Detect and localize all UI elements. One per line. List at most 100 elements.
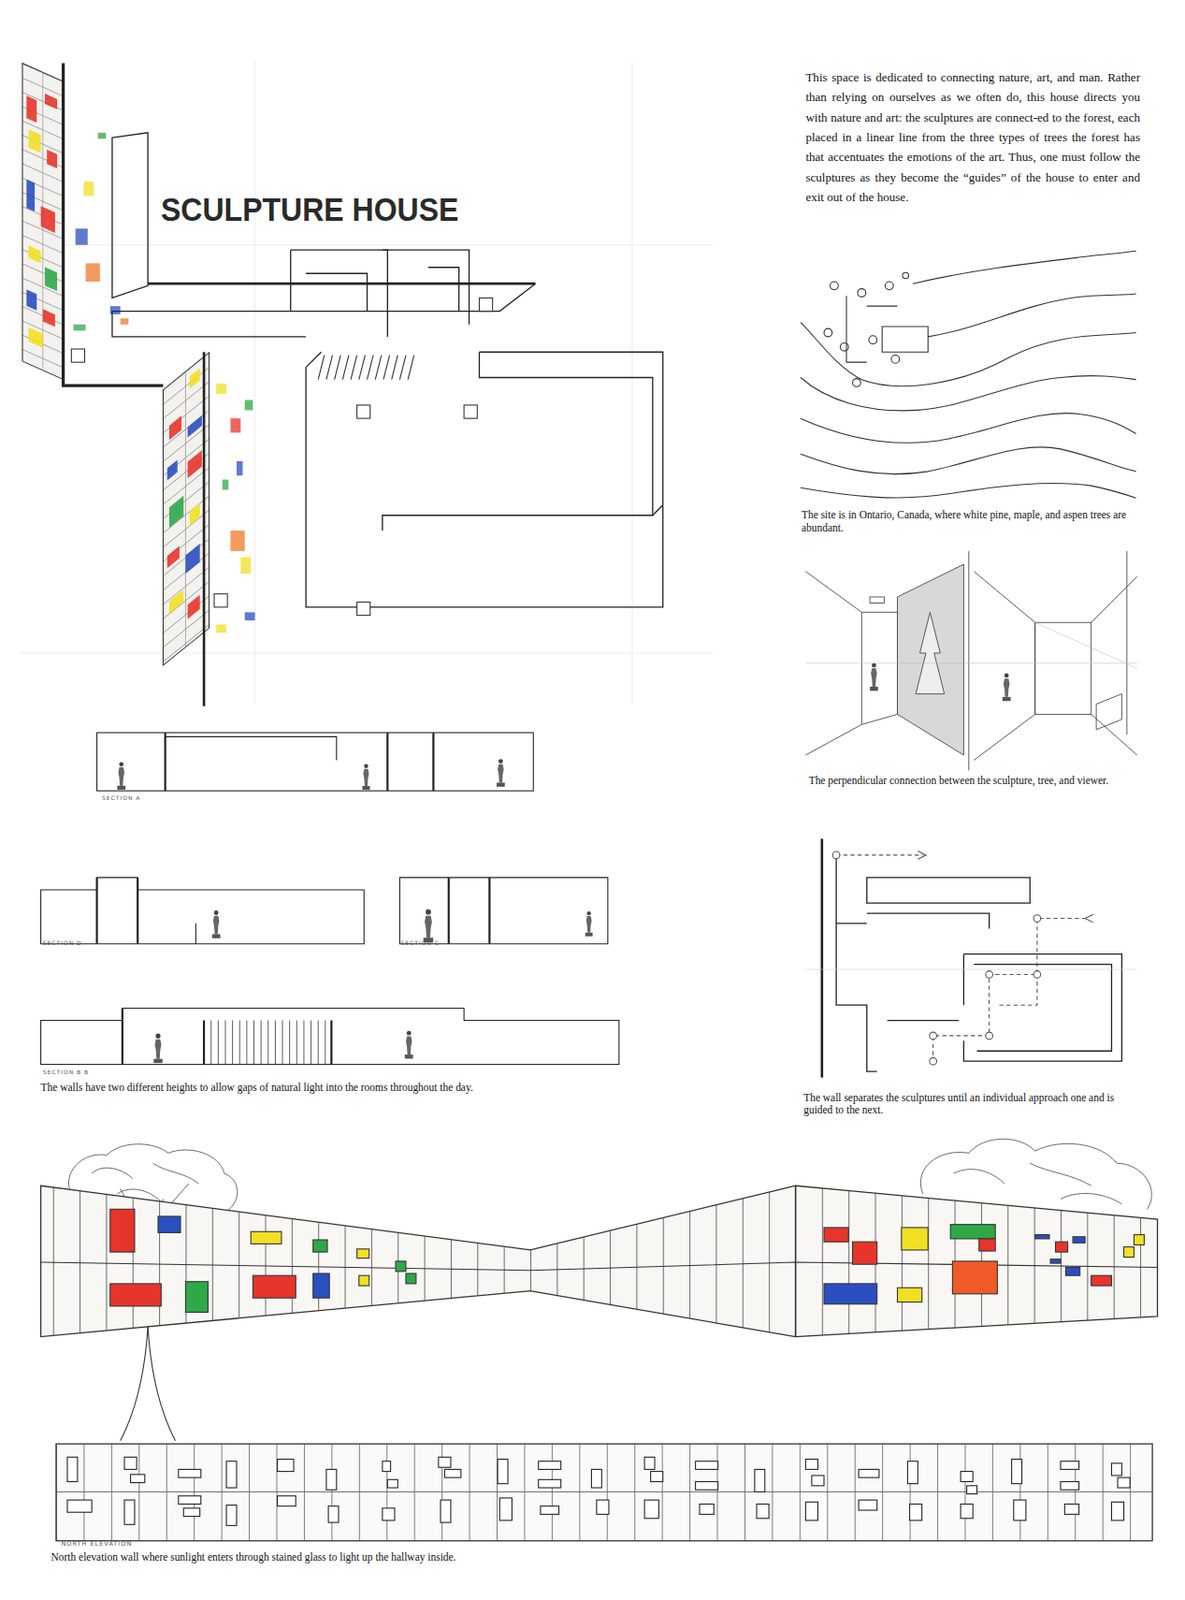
- section-hatch: [239, 1020, 241, 1065]
- stained-glass-wall: [189, 502, 201, 525]
- stained-glass-wall: [162, 352, 209, 665]
- site-contours: [927, 293, 1136, 337]
- site-caption: The site is in Ontario, Canada, where wh…: [801, 508, 1141, 535]
- circulation-marks: [1033, 970, 1041, 979]
- section-hatch: [282, 1020, 284, 1065]
- stained-glass-wall: [169, 589, 184, 613]
- north-elevation: [538, 1478, 562, 1488]
- stained-glass-wall: [22, 63, 64, 380]
- sculpture-pedestals: [71, 297, 492, 615]
- section-drawings: [448, 877, 491, 944]
- stained-glass-wall: [187, 594, 201, 620]
- sculpture-figures: [361, 764, 370, 791]
- sculpture-figures: [869, 663, 1011, 702]
- circulation-plan: [867, 877, 1030, 903]
- circulation-plan: [963, 953, 1122, 1062]
- stained-glass-elevation: [1055, 1241, 1069, 1252]
- sculpture-figures: [116, 761, 126, 790]
- plan-walls: [305, 351, 664, 607]
- site-contours: [846, 295, 928, 362]
- stained-glass-elevation: [110, 1283, 162, 1306]
- section-hatch: [324, 1020, 326, 1065]
- north-elevation: [858, 1468, 880, 1477]
- north-elevation: [178, 1468, 202, 1477]
- circulation-caption: The wall separates the sculptures until …: [803, 1091, 1141, 1117]
- north-elevation: [805, 1459, 818, 1470]
- site-contours: [912, 250, 1137, 284]
- elevation-trees: [920, 1138, 1152, 1209]
- section-caption: The walls have two different heights to …: [41, 1081, 613, 1095]
- section-hatch: [289, 1020, 290, 1065]
- north-elevation: [382, 1460, 391, 1472]
- stained-glass-wall: [187, 415, 203, 437]
- screen-slats: [342, 355, 349, 380]
- sculpture-figures: [404, 1030, 414, 1059]
- perspective-sketch: [897, 563, 965, 755]
- light-patches: [245, 400, 254, 411]
- stained-glass-elevation: [1035, 1234, 1050, 1239]
- stained-glass-elevation: [1065, 1266, 1080, 1275]
- stained-glass-elevation: [110, 1208, 1145, 1312]
- light-patches: [73, 324, 87, 332]
- plan-walls: [112, 132, 148, 299]
- screen-slats: [317, 355, 325, 380]
- perspective-sketch: [861, 611, 897, 724]
- plan-walls: [305, 249, 469, 325]
- elevation-trees: [953, 1162, 1122, 1204]
- light-patches: [236, 461, 244, 476]
- north-elevation: [438, 1456, 451, 1467]
- screen-slats: [383, 355, 391, 380]
- site-contours: [800, 322, 1137, 387]
- north-elevation: [130, 1474, 145, 1483]
- screen-slats: [334, 355, 342, 380]
- north-elevation: [1117, 1476, 1130, 1488]
- north-elevation: [644, 1456, 655, 1469]
- north-elevation: [754, 1468, 766, 1491]
- screen-slats: [359, 355, 366, 380]
- circulation-plan: [822, 838, 1123, 1077]
- light-patches: [75, 228, 88, 245]
- stained-glass-elevation: [359, 1274, 370, 1286]
- sketch-caption: The perpendicular connection between the…: [809, 774, 1146, 788]
- north-elevation: [328, 1505, 339, 1522]
- light-patches: [86, 262, 101, 282]
- stained-glass-wall: [162, 352, 209, 665]
- screen-slats: [391, 355, 399, 380]
- stained-glass-wall: [189, 368, 201, 390]
- stained-glass-elevation: [395, 1260, 406, 1272]
- light-patches: [83, 181, 94, 196]
- construction-lines: [20, 651, 714, 653]
- section-hatch: [274, 1020, 276, 1065]
- site-contours: [800, 375, 1137, 411]
- construction-lines: [20, 60, 714, 704]
- plan-walls: [202, 351, 206, 706]
- stained-glass-elevation: [1072, 1236, 1085, 1243]
- perspective-sketch: [1096, 693, 1122, 730]
- circulation-marks: [929, 1031, 938, 1040]
- north-elevation: [1013, 1499, 1027, 1520]
- north-elevation: [183, 1507, 200, 1517]
- north-elevation: [226, 1460, 237, 1488]
- perspective-sketch: [805, 550, 1137, 770]
- section-drawings: [399, 877, 607, 944]
- north-elevation: [695, 1480, 719, 1489]
- light-patches: [230, 530, 245, 551]
- north-elevation: [277, 1495, 297, 1506]
- circulation-marks: [985, 1031, 994, 1040]
- stained-glass-wall: [43, 308, 56, 327]
- perspective-sketch: [1126, 550, 1128, 735]
- stained-glass-elevation: [405, 1272, 417, 1284]
- light-patches: [230, 418, 241, 433]
- stained-glass-elevation: [852, 1241, 878, 1264]
- perspective-sketch: [1035, 621, 1092, 714]
- stained-glass-elevation: [794, 1185, 796, 1336]
- stained-glass-wall: [187, 449, 203, 478]
- north-elevation: [56, 1490, 1153, 1492]
- stained-glass-elevation: [823, 1227, 849, 1242]
- north-elevation: [811, 1474, 824, 1486]
- north-elevation: [499, 1497, 512, 1520]
- circulation-marks: [1033, 914, 1041, 923]
- section-hatch: [296, 1020, 298, 1065]
- section-tag: SECTION A: [101, 794, 141, 801]
